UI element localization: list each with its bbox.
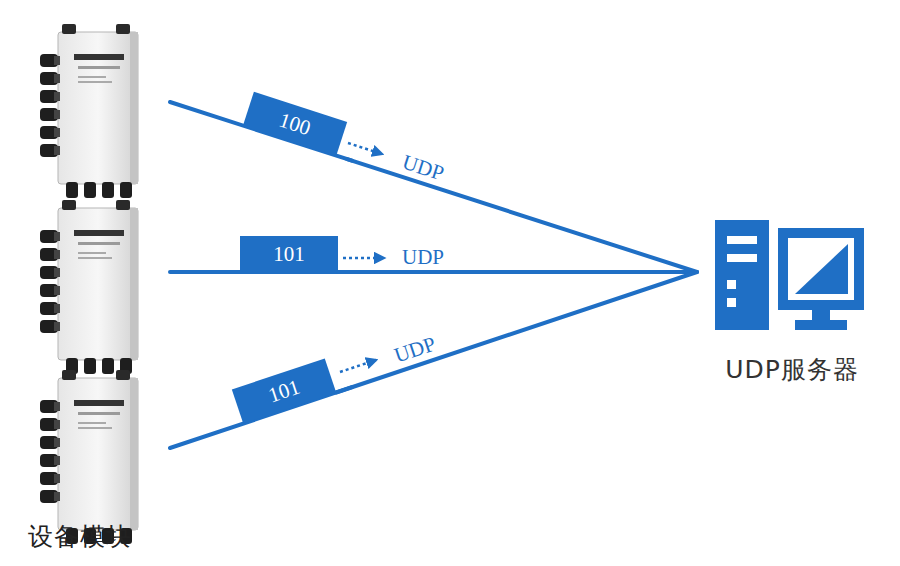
device-wires bbox=[170, 102, 352, 448]
packet-box: 101 bbox=[232, 358, 336, 423]
dotted-arrow bbox=[343, 257, 384, 260]
server-icon bbox=[715, 220, 864, 330]
server-node: UDP服务器 bbox=[697, 215, 887, 387]
device-module bbox=[40, 24, 138, 198]
server-label: UDP服务器 bbox=[725, 355, 859, 385]
udp-link bbox=[338, 270, 697, 274]
udp-link bbox=[347, 159, 697, 272]
device-module bbox=[40, 200, 138, 374]
protocol-label: UDP bbox=[390, 333, 440, 367]
device-module bbox=[40, 370, 138, 544]
protocol-label: UDP bbox=[400, 247, 446, 268]
caption-label: 设备模块 bbox=[28, 522, 132, 552]
packet-number: 101 bbox=[266, 376, 303, 406]
dotted-arrows bbox=[340, 143, 384, 372]
udp-link bbox=[336, 272, 697, 393]
packet-box: 101 bbox=[240, 236, 338, 272]
dotted-arrow bbox=[340, 360, 376, 372]
protocol-label: UDP bbox=[398, 151, 448, 185]
dotted-arrow bbox=[348, 143, 382, 154]
packet-number: 100 bbox=[277, 109, 313, 139]
packet-box: 100 bbox=[243, 92, 347, 156]
packet-number: 101 bbox=[273, 244, 305, 265]
